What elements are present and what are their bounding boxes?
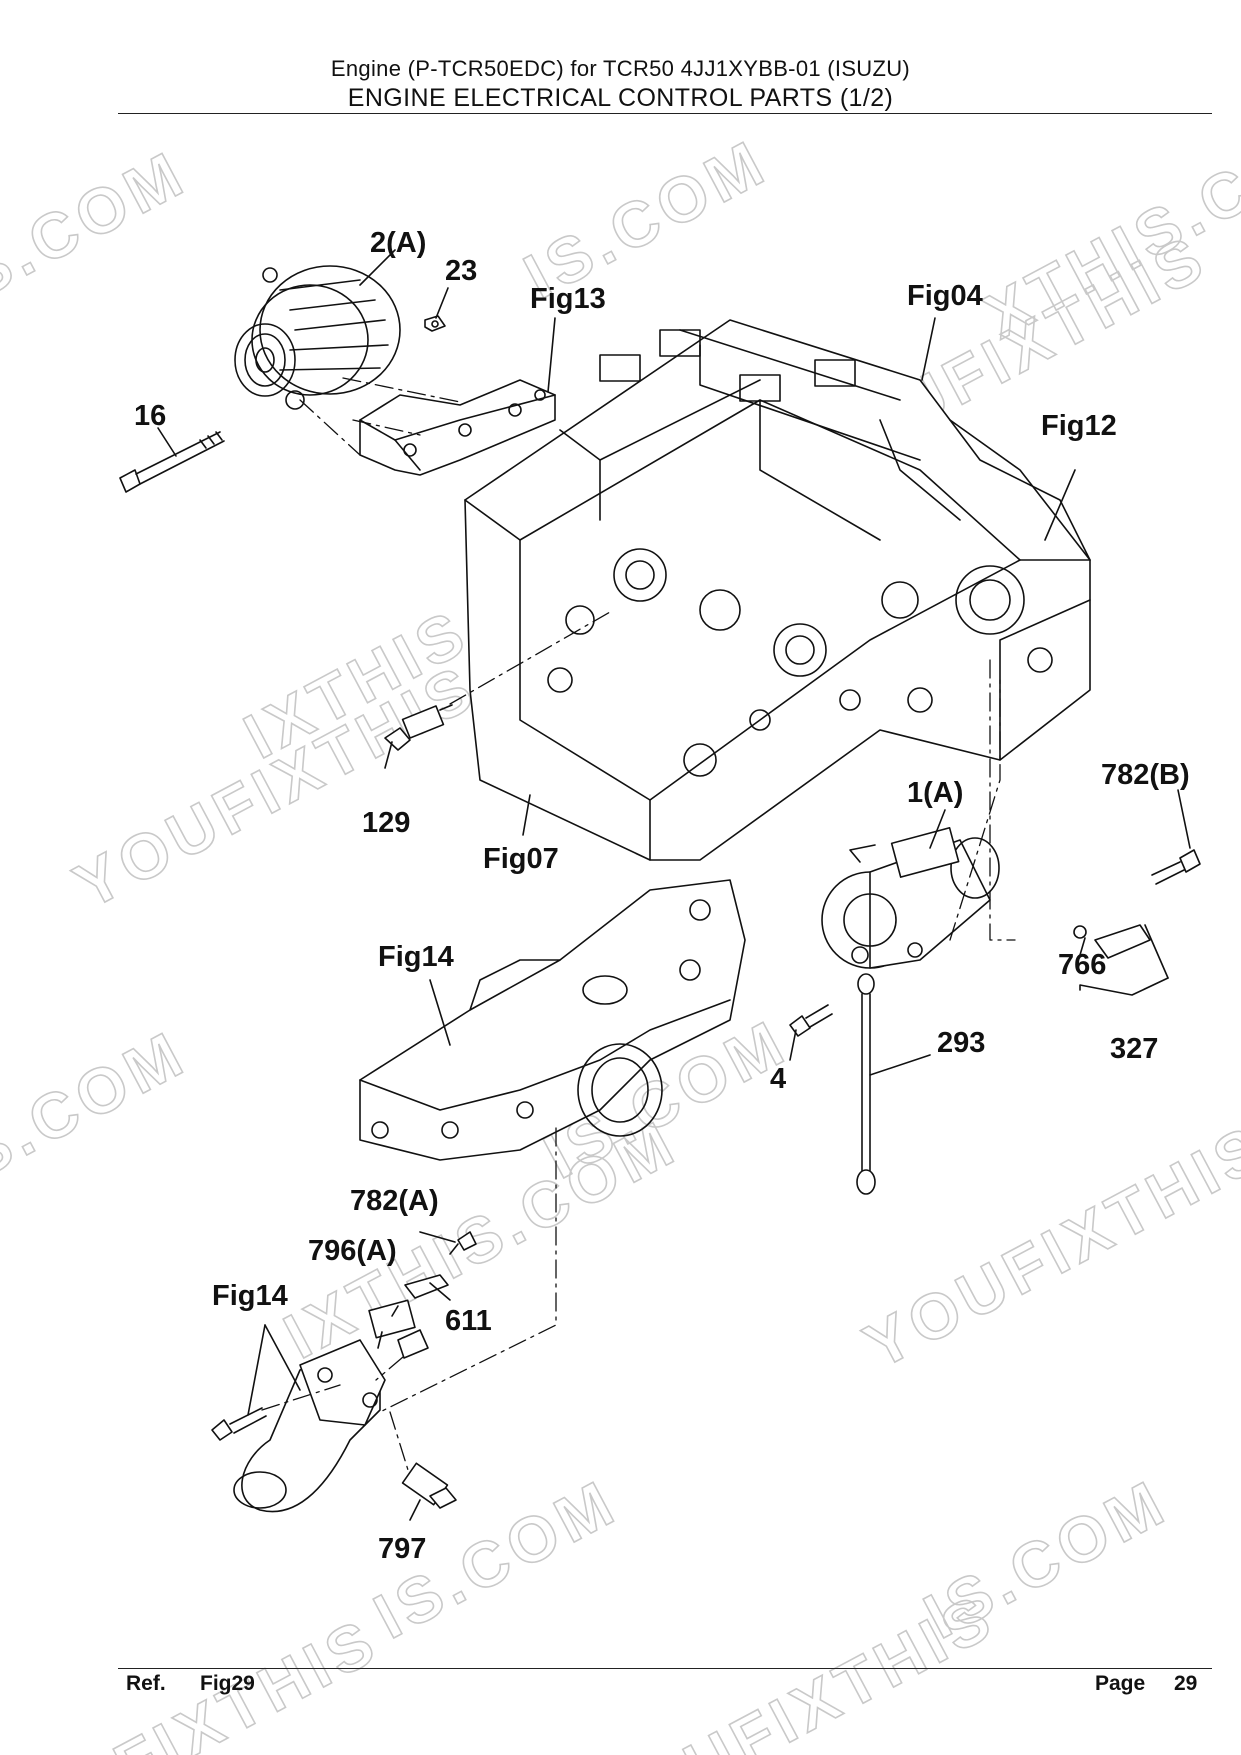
sensor-796a-drawing <box>368 1231 477 1359</box>
callout-782a: 782(A) <box>350 1185 439 1217</box>
page-title: ENGINE ELECTRICAL CONTROL PARTS (1/2) <box>347 84 894 112</box>
callout-fig12: Fig12 <box>1041 410 1117 442</box>
alternator-drawing <box>234 265 401 410</box>
header-line1: Engine (P-TCR50EDC) for TCR50 4JJ1XYBB-0… <box>330 56 911 81</box>
callout-fig13: Fig13 <box>530 283 606 315</box>
callout-797: 797 <box>378 1533 426 1565</box>
callout-796a: 796(A) <box>308 1235 397 1267</box>
callout-labels: 2(A) 23 16 Fig13 Fig04 Fig12 129 Fig07 1… <box>134 227 1190 1565</box>
watermark-text: S.COM <box>0 1016 198 1192</box>
bolt-16-drawing <box>119 431 225 493</box>
watermark-text: YOUFIXTHIS <box>853 1110 1241 1382</box>
footer-ref-label: Ref. <box>126 1672 166 1695</box>
manifold-fig14-drawing <box>359 879 746 1161</box>
callout-327: 327 <box>1110 1033 1158 1065</box>
callout-611: 611 <box>445 1305 492 1337</box>
callout-16: 16 <box>134 400 166 432</box>
bracket-fig13-drawing <box>359 379 556 476</box>
callout-293: 293 <box>937 1027 985 1059</box>
header-divider <box>118 113 1212 114</box>
sensor-assembly-327-drawing <box>1073 849 1201 959</box>
sensor-129-drawing <box>384 704 453 751</box>
assembly-lines <box>261 377 1016 1471</box>
sensor-797-drawing <box>401 1462 457 1509</box>
callout-23: 23 <box>445 255 477 287</box>
callout-766: 766 <box>1058 949 1106 981</box>
footer-divider <box>118 1668 1212 1669</box>
pipe-fig14-drawing <box>211 1339 386 1513</box>
nut-23-drawing <box>424 315 446 332</box>
watermark-text: S.COM <box>0 136 198 312</box>
callout-fig04: Fig04 <box>907 280 983 312</box>
footer-ref-value: Fig29 <box>200 1672 255 1695</box>
starter-drawing <box>821 827 1000 969</box>
page-number: 29 <box>1174 1672 1198 1695</box>
callout-fig07: Fig07 <box>483 843 559 875</box>
callout-4: 4 <box>770 1063 786 1095</box>
footer-page-label: Page <box>1095 1672 1146 1695</box>
callout-1a: 1(A) <box>907 777 963 809</box>
callout-129: 129 <box>362 807 410 839</box>
callout-2a: 2(A) <box>370 227 426 259</box>
leader-lines <box>157 249 1191 1521</box>
cable-293-drawing <box>856 973 876 1195</box>
callout-fig14-manifold: Fig14 <box>378 941 454 973</box>
callout-fig14-pipe: Fig14 <box>212 1280 288 1312</box>
callout-782b: 782(B) <box>1101 759 1190 791</box>
engine-block-drawing <box>464 319 1091 861</box>
